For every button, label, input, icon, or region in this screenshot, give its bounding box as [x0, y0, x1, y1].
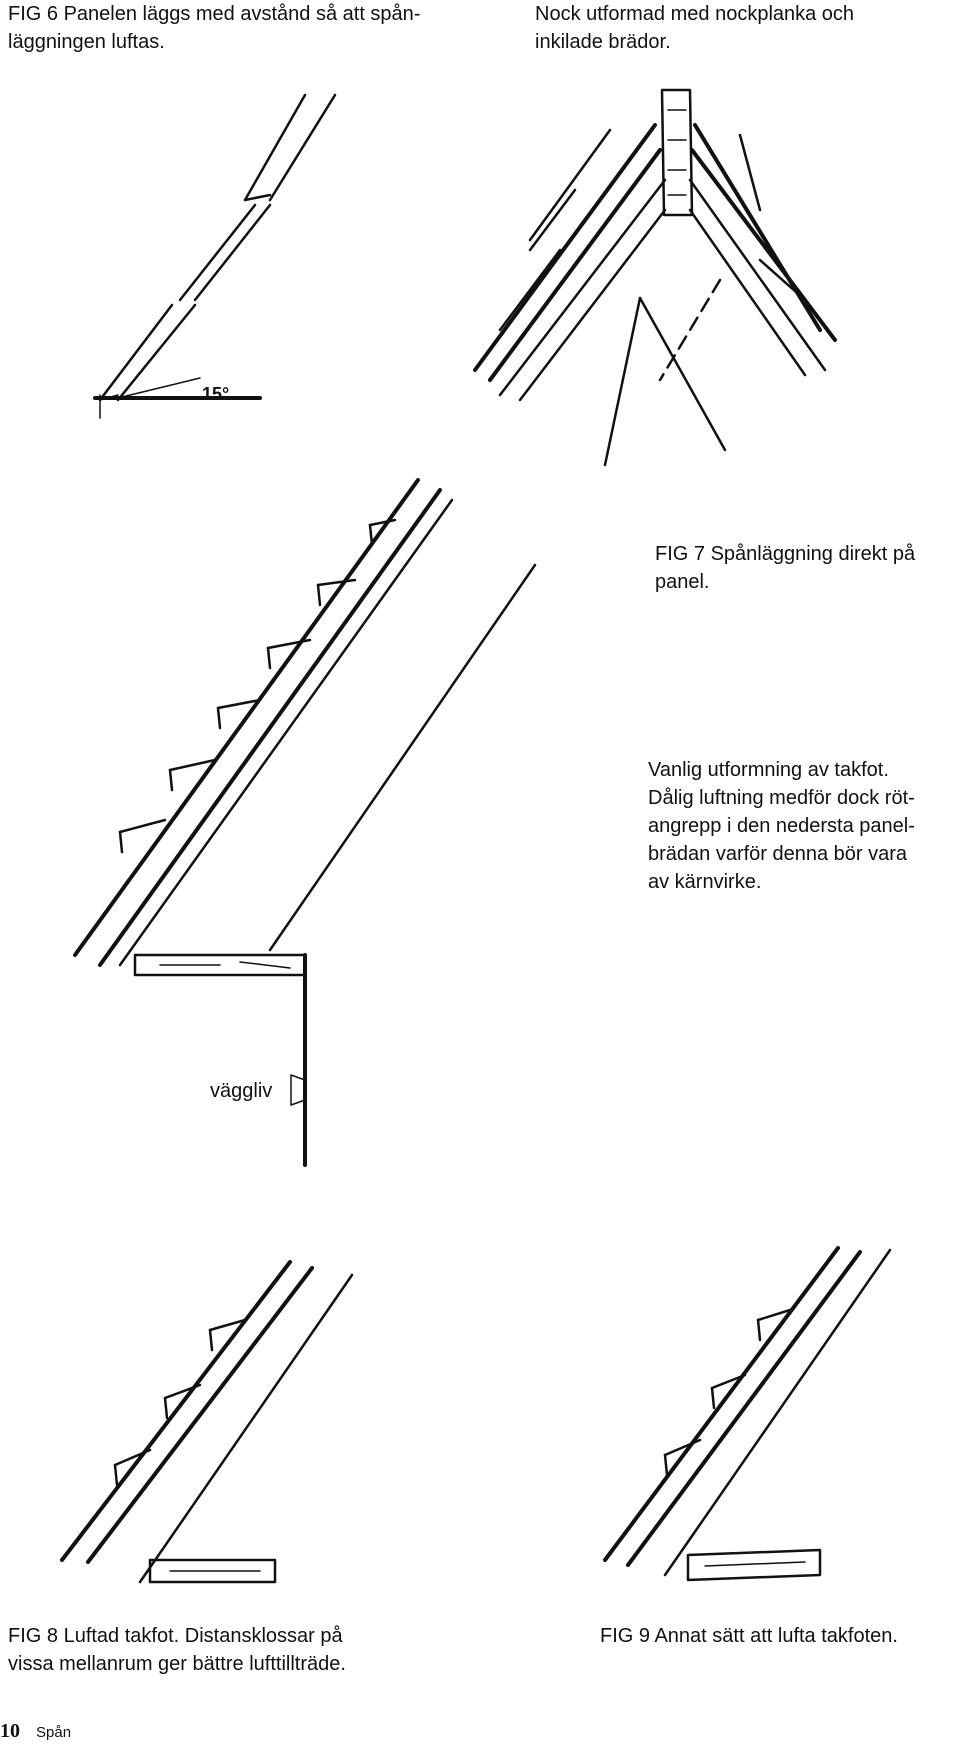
takfot-caption-line5: av kärnvirke. [648, 871, 762, 893]
fig6-caption-line1: FIG 6 Panelen läggs med avstånd så att s… [8, 3, 421, 25]
fig8-caption-line2: vissa mellanrum ger bättre lufttillträde… [8, 1653, 346, 1675]
vaggliv-label: väggliv [210, 1080, 273, 1102]
fig9-caption: FIG 9 Annat sätt att lufta takfoten. [600, 1625, 898, 1647]
takfot-caption-line2: Dålig luftning medför dock röt- [648, 787, 915, 809]
fig6-caption-line2: läggningen luftas. [8, 31, 165, 53]
angle-label: 15° [202, 384, 229, 404]
fig7-caption-line1: FIG 7 Spånläggning direkt på [655, 543, 916, 565]
page-number: 10 [0, 1720, 20, 1742]
fig7-caption: FIG 7 Spånläggning direkt på panel. [655, 540, 915, 596]
fig6-drawing [93, 93, 337, 419]
footer-title: Spån [36, 1724, 72, 1741]
takfot-caption: Vanlig utformning av takfot. Dålig luftn… [648, 756, 915, 896]
takfot-caption-line4: brädan varför denna bör vara [648, 843, 908, 865]
nock-caption: Nock utformad med nockplanka och inkilad… [535, 0, 854, 56]
fig8-drawing [60, 1260, 354, 1584]
nock-caption-line1: Nock utformad med nockplanka och [535, 3, 855, 25]
fig7-drawing [73, 478, 537, 1167]
page-footer: 10 Spån [0, 1720, 71, 1743]
nock-drawing [473, 88, 837, 467]
takfot-caption-line3: angrepp i den nedersta panel- [648, 815, 915, 837]
fig9-drawing [603, 1246, 892, 1582]
fig7-caption-line2: panel. [655, 571, 710, 593]
takfot-caption-line1: Vanlig utformning av takfot. [648, 759, 889, 781]
fig8-caption-line1: FIG 8 Luftad takfot. Distansklossar på [8, 1625, 343, 1647]
fig8-caption: FIG 8 Luftad takfot. Distansklossar på v… [8, 1622, 346, 1678]
nock-caption-line2: inkilade brädor. [535, 31, 671, 53]
fig6-caption: FIG 6 Panelen läggs med avstånd så att s… [8, 0, 420, 56]
